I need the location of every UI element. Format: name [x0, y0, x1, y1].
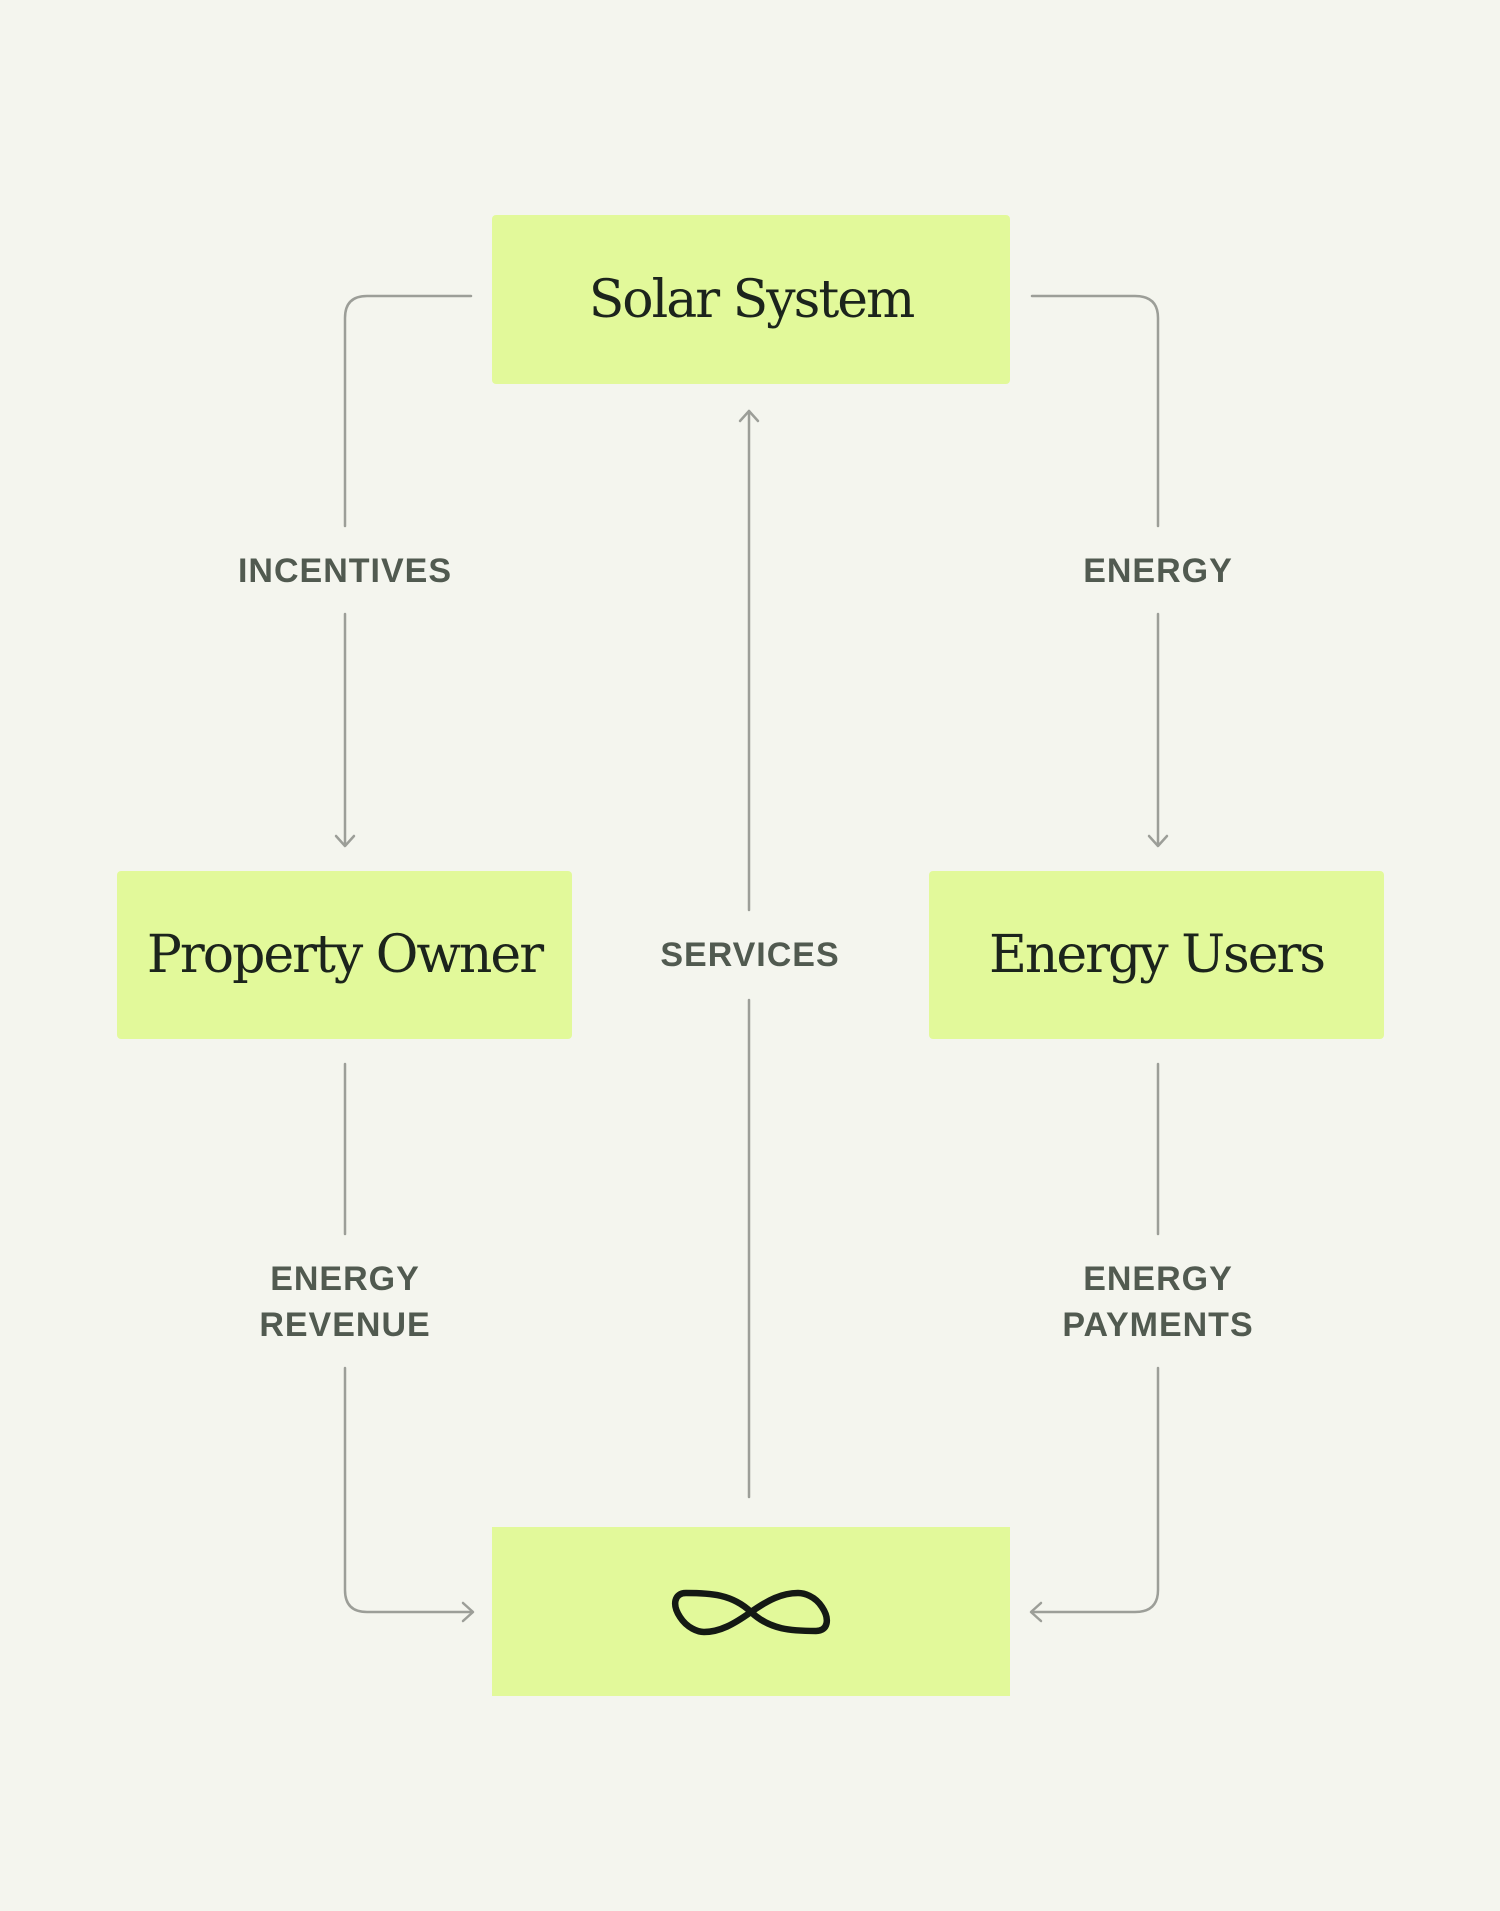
flow-label-energy-payments: ENERGY PAYMENTS [1062, 1260, 1254, 1344]
node-energy-users: Energy Users [929, 871, 1384, 1039]
arrowhead-revenue [461, 1601, 475, 1623]
arrowhead-incentives [334, 834, 356, 848]
arrowhead-payments [1029, 1601, 1043, 1623]
flow-label-services: SERVICES [660, 936, 840, 974]
node-solar-system-label: Solar System [588, 269, 916, 330]
connector-revenue-lower [343, 1366, 474, 1614]
flow-label-incentives: INCENTIVES [237, 552, 453, 590]
arrowhead-energy [1147, 834, 1169, 848]
connector-incentives-upper [343, 294, 473, 528]
wave-logo-icon [671, 1589, 831, 1635]
flow-label-energy: ENERGY [1083, 552, 1233, 590]
connector-energy-upper [1030, 294, 1160, 528]
node-platform [492, 1527, 1010, 1696]
flow-label-energy-revenue: ENERGY REVENUE [259, 1260, 431, 1344]
node-solar-system: Solar System [492, 215, 1010, 384]
arrowhead-services [738, 409, 760, 423]
connector-payments-lower [1030, 1366, 1160, 1614]
node-energy-users-label: Energy Users [988, 925, 1326, 985]
node-property-owner-label: Property Owner [146, 925, 544, 985]
node-property-owner: Property Owner [117, 871, 572, 1039]
